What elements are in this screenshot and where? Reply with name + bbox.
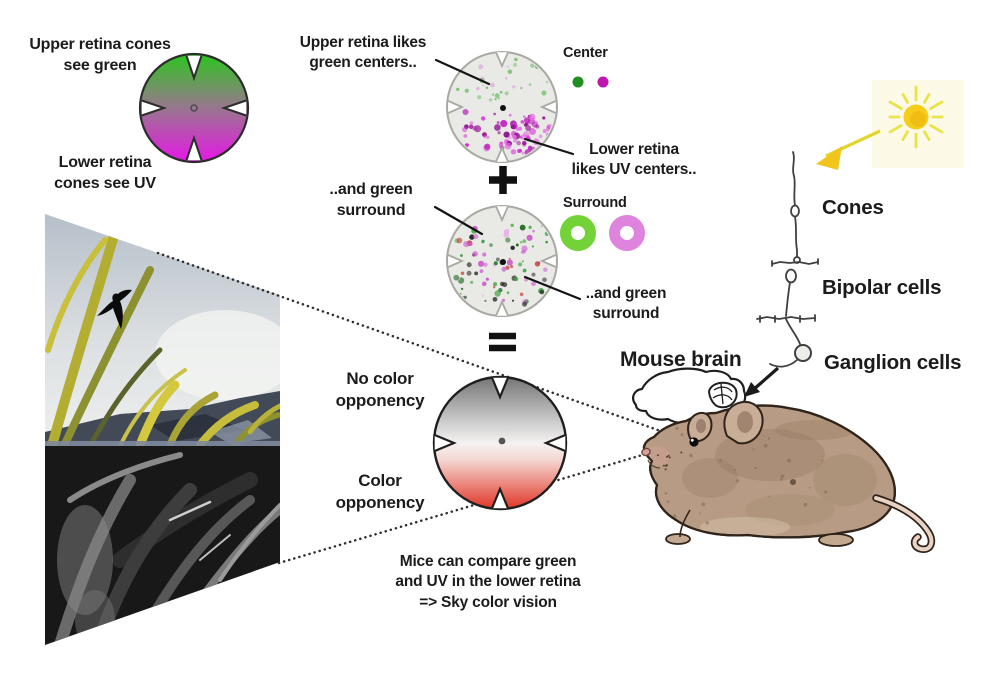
label-upper-retina-cones: Upper retina cones see green [14, 34, 186, 76]
sun-icon [872, 80, 964, 168]
label-line: ..and green [329, 181, 413, 198]
mouse-front-foot [665, 533, 691, 545]
leader-lower-likes [523, 137, 575, 156]
retina-surround-scatter [446, 205, 558, 317]
cone-cell-body [790, 204, 800, 218]
caption-sky-color-vision: Mice can compare green and UV in the low… [348, 552, 628, 613]
label-bipolar-cells: Bipolar cells [822, 276, 942, 299]
label-no-color-opponency: No color opponency [325, 368, 435, 413]
cone-synapse-layer [771, 261, 819, 265]
mouse-nose [641, 447, 651, 457]
photo-scene [45, 214, 280, 645]
label-line: surround [592, 305, 660, 323]
label-line: Lower retina [589, 141, 679, 158]
grass-blades-color [45, 217, 280, 451]
caption-line: and UV in the lower retina [395, 573, 581, 591]
optic-disc-mark [500, 105, 506, 111]
light-arrow [816, 129, 881, 170]
retina-gradient-flatmount [138, 52, 250, 164]
label-line: likes UV centers.. [571, 161, 697, 179]
ganglion-cell-body [794, 344, 812, 362]
brain-drawing [632, 367, 747, 424]
ganglion-to-brain-arrow [744, 366, 780, 397]
plus-sign [489, 166, 517, 194]
mouse-tail [872, 494, 936, 553]
surround-green-donut [560, 215, 596, 251]
label-cones: Cones [822, 196, 884, 219]
leader-surround-left [433, 205, 484, 236]
label-upper-likes: Upper retina likes green centers.. [278, 33, 448, 74]
label-ganglion-cells: Ganglion cells [824, 351, 962, 374]
optic-disc-mark [500, 259, 506, 265]
bird-icon [97, 289, 132, 329]
caption-line: Mice can compare green [399, 553, 577, 570]
label-line: Lower retina [58, 154, 152, 171]
equals-sign [489, 332, 516, 352]
label-line: opponency [335, 391, 425, 411]
label-line: Upper retina likes [299, 34, 427, 51]
label-green-surround-left: ..and green surround [301, 179, 441, 221]
center-green-dot [572, 76, 584, 88]
bipolar-synapse-layer [756, 316, 816, 320]
surround-legend-donuts [560, 215, 645, 251]
leader-upper-likes [434, 58, 491, 86]
bipolar-cell-body [785, 268, 797, 284]
retina-center-scatter [446, 51, 558, 163]
mouse-rear-foot [818, 533, 854, 547]
label-line: Upper retina cones [29, 36, 171, 53]
center-legend-title: Center [563, 45, 608, 61]
mouse-eye [689, 437, 699, 447]
label-lower-retina-cones: Lower retina cones see UV [30, 152, 180, 194]
label-line: opponency [335, 493, 425, 513]
mouse-ears [687, 400, 764, 445]
retina-opponency [432, 375, 568, 511]
label-line: Color [358, 471, 402, 490]
caption-line: => Sky color vision [419, 593, 557, 611]
center-legend-dots [572, 76, 609, 88]
label-mouse-brain: Mouse brain [620, 348, 742, 371]
label-line: No color [346, 369, 414, 388]
label-color-opponency: Color opponency [325, 470, 435, 515]
photoreceptor-chain [756, 151, 819, 368]
fov-dotted-upper [156, 251, 688, 442]
label-green-surround-right: ..and green surround [556, 284, 696, 325]
surround-magenta-donut [609, 215, 645, 251]
optic-disc-mark [498, 437, 506, 445]
label-line: green centers.. [309, 54, 417, 72]
center-magenta-dot [597, 76, 609, 88]
label-line: see green [63, 57, 137, 75]
optic-disc-mark [190, 104, 198, 112]
label-line: surround [336, 202, 406, 220]
leader-surround-right [523, 275, 582, 301]
surround-legend-title: Surround [563, 195, 627, 211]
mouse-illustration [641, 400, 936, 553]
label-lower-likes: Lower retina likes UV centers.. [554, 140, 714, 181]
label-line: ..and green [585, 285, 667, 302]
label-line: cones see UV [54, 175, 156, 193]
